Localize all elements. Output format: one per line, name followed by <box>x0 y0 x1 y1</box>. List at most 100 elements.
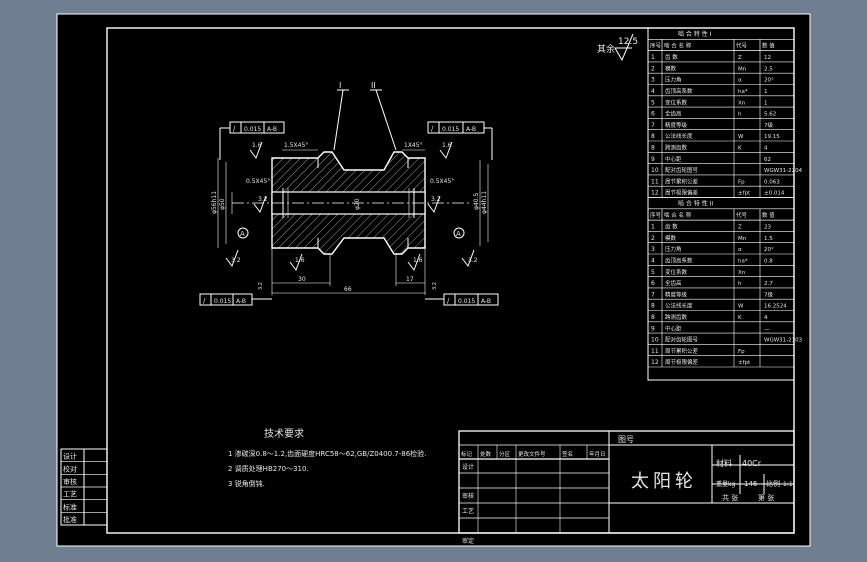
dim-len-right: 17 <box>406 276 414 283</box>
svg-text:A-B: A-B <box>267 126 277 133</box>
revision-header: 分区 <box>499 450 511 458</box>
svg-text:0.015: 0.015 <box>442 126 459 133</box>
params-row-no: 11 <box>651 348 659 355</box>
datum-right: A <box>456 230 461 238</box>
params-row-code: W <box>738 134 744 140</box>
params-row-no: 7 <box>651 291 655 298</box>
view-label-right: II <box>371 81 376 90</box>
params-row-name: 压力角 <box>665 245 682 253</box>
svg-text:3.2: 3.2 <box>431 196 441 203</box>
params-row-code: α <box>738 78 742 84</box>
params-col-header: 代号 <box>736 41 748 49</box>
params-row-no: 8 <box>651 303 655 310</box>
params-row-no: 12 <box>651 190 659 197</box>
params-row-code: ±fpt <box>738 191 751 197</box>
params-row-name: 压力角 <box>665 76 682 84</box>
params-col-header: 啮 合 名 称 <box>664 41 692 49</box>
svg-text:A-B: A-B <box>236 298 246 305</box>
tol-top-left: ∕ 0.015 A-B <box>219 121 285 160</box>
weight-value: 146 <box>744 480 758 488</box>
datum-left: A <box>240 230 245 238</box>
params-row-value: WGW31-2204 <box>764 168 803 174</box>
title-block: 图号 标记处数分区更改文件号签名年月日设计审核工艺审定 太阳轮 材料 40Cr … <box>458 430 795 545</box>
params-row-name: 周节极限偏差 <box>665 189 699 197</box>
dim-chamfer-right: 1X45° <box>404 142 423 149</box>
svg-text:3.2: 3.2 <box>231 257 241 264</box>
params-row-name: 模数 <box>665 64 677 72</box>
params-row-no: 10 <box>651 337 659 344</box>
sheets-total: 共 张 <box>722 493 738 502</box>
weight-label: 重量kg <box>716 480 735 488</box>
tech-item-2: 2 调质处理HB270～310. <box>228 464 309 473</box>
params-row-no: 11 <box>651 178 659 185</box>
svg-text:∕: ∕ <box>233 125 236 133</box>
title-block-row-label: 审定 <box>462 537 474 545</box>
params-row-code: Fp <box>738 179 745 185</box>
params-row-value: 0.063 <box>764 179 780 185</box>
tech-title: 技术要求 <box>264 427 304 440</box>
params-row-name: 公法线长度 <box>665 302 693 310</box>
params-row-code: ha* <box>738 259 748 265</box>
params-row-value: 1 <box>764 89 768 95</box>
params-row-no: 8 <box>651 314 655 321</box>
roughness-rest: 其余 12.5 <box>597 33 638 62</box>
params-row-name: 变位系数 <box>665 268 688 276</box>
svg-text:∕: ∕ <box>447 297 450 305</box>
dim-len-total: 66 <box>344 286 352 293</box>
params-row-name: 周节极限偏差 <box>665 358 699 366</box>
params-row-no: 6 <box>651 280 655 287</box>
params-row-code: Z <box>738 55 742 61</box>
tech-item-1: 1 渗碳深0.8～1.2,齿面硬度HRC58～62,GB/Z0400.7-86检… <box>228 449 426 458</box>
params-row-code: W <box>738 304 744 310</box>
params-row-value: 20° <box>764 247 774 253</box>
params-row-code: α <box>738 247 742 253</box>
params-row-name: 齿 数 <box>665 223 678 231</box>
params-row-name: 周节累积公差 <box>665 347 699 355</box>
params-row-no: 1 <box>651 54 655 61</box>
params-row-code: Z <box>738 225 742 231</box>
dim-bore: φ20 <box>354 198 361 210</box>
params-row-no: 12 <box>651 359 659 366</box>
params-row-name: 配对齿轮图号 <box>665 336 699 344</box>
side-label: 批准 <box>63 515 77 524</box>
params-row-code: Xn <box>738 270 746 276</box>
dim-inner-right: 0.5X45° <box>430 178 454 185</box>
params-row-no: 1 <box>651 224 655 231</box>
svg-text:0.015: 0.015 <box>214 298 231 305</box>
params-row-name: 全齿高 <box>665 279 682 287</box>
revision-header: 更改文件号 <box>518 450 546 458</box>
params-col-header: 序号 <box>650 211 662 219</box>
scale-value: 1:1 <box>783 481 793 488</box>
params-row-no: 9 <box>651 156 655 163</box>
params-row-value: 62 <box>764 157 771 163</box>
params-row-value: 7级 <box>764 290 773 298</box>
svg-text:3.2: 3.2 <box>468 257 478 264</box>
revision-header: 签名 <box>562 450 573 458</box>
params-row-no: 5 <box>651 269 655 276</box>
params-row-no: 8 <box>651 145 655 152</box>
part-name: 太阳轮 <box>631 471 697 492</box>
side-label: 校对 <box>63 464 77 473</box>
params-row-no: 2 <box>651 65 655 72</box>
params-col-header: 数 值 <box>762 41 775 49</box>
params-col-header: 序号 <box>650 41 662 49</box>
revision-header: 年月日 <box>589 450 606 458</box>
params-row-value: 20° <box>764 78 774 84</box>
params-row-name: 配对齿轮图号 <box>665 166 699 174</box>
params-title: 啮 合 特 性 II <box>678 200 713 208</box>
params-row-value: 0.8 <box>764 259 773 265</box>
params-row-name: 齿 数 <box>665 53 678 61</box>
params-row-code: Mn <box>738 236 747 242</box>
svg-text:1.6: 1.6 <box>252 142 262 149</box>
params-row-name: 齿顶高系数 <box>665 257 693 265</box>
params-col-header: 数 值 <box>762 211 775 219</box>
dim-left-1: φ56h11 <box>211 191 218 214</box>
side-label: 审核 <box>63 477 77 486</box>
tech-item-3: 3 锐角倒钝. <box>228 479 265 488</box>
params-row-no: 9 <box>651 325 655 332</box>
params-row-code: Mn <box>738 66 747 72</box>
tol-bottom-right: ∕ 0.015 A-B <box>425 293 499 306</box>
params-row-no: 7 <box>651 122 655 129</box>
